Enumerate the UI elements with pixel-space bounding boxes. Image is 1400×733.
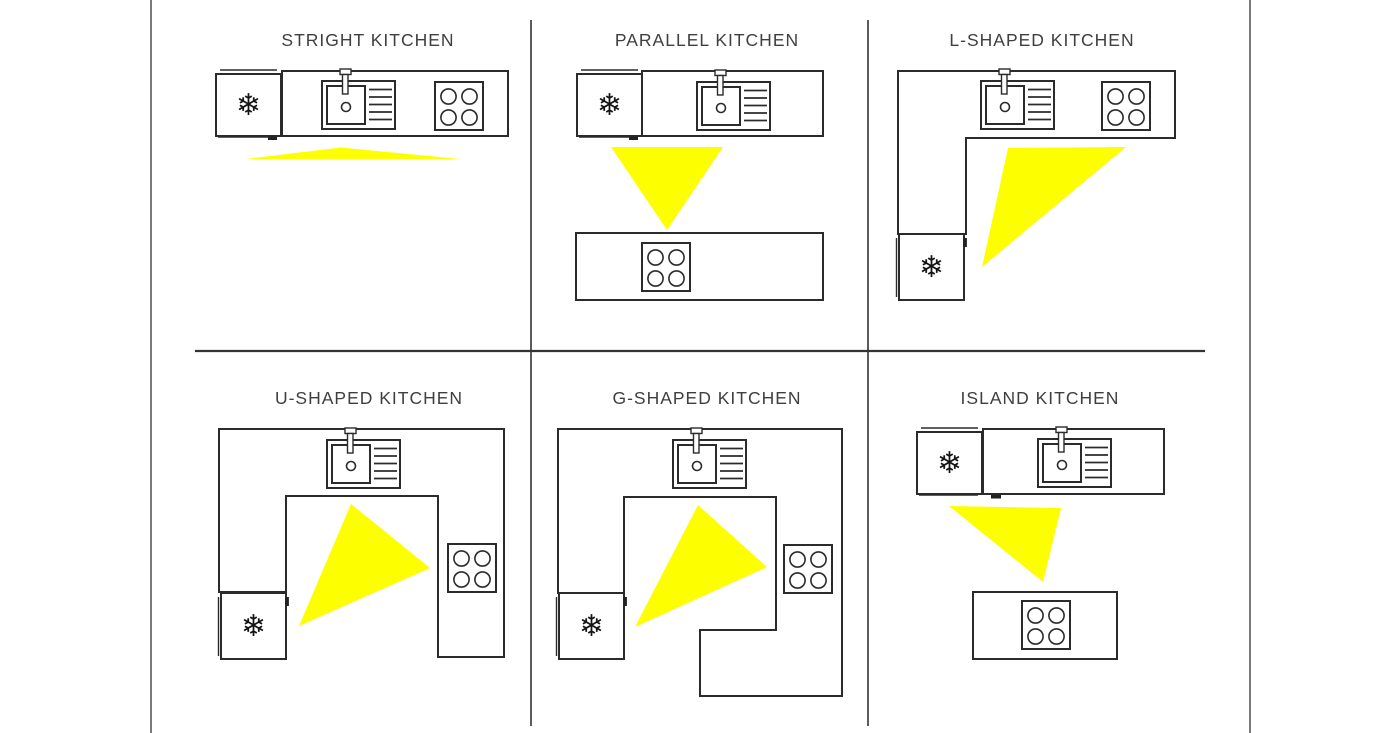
fridge-icon: [916, 427, 983, 496]
fridge-icon: [555, 592, 625, 660]
fridge-icon: [215, 69, 282, 138]
panel-title-straight: STRIGHT KITCHEN: [281, 30, 455, 50]
panel-straight-diagram: [215, 68, 509, 159]
fridge-icon: [217, 592, 287, 660]
work-triangle: [982, 147, 1126, 267]
counter-outline: [575, 232, 824, 301]
fridge-icon: [576, 69, 643, 138]
cooktop-icon: [434, 81, 484, 131]
panel-title-island: ISLAND KITCHEN: [960, 388, 1120, 408]
work-triangle: [949, 506, 1061, 582]
fridge-handle: [285, 597, 289, 606]
fridge-handle: [629, 136, 638, 140]
panel-g-shaped-diagram: [555, 427, 843, 697]
work-triangle: [611, 147, 723, 230]
cooktop-icon: [1021, 600, 1071, 650]
panel-parallel-diagram: [575, 69, 824, 301]
panel-u-shaped-diagram: [217, 427, 505, 660]
panel-island-diagram: [916, 426, 1165, 660]
cooktop-icon: [641, 242, 691, 292]
fridge-handle: [963, 238, 967, 247]
panel-title-l-shaped: L-SHAPED KITCHEN: [949, 30, 1135, 50]
cooktop-icon: [1101, 81, 1151, 131]
cooktop-icon: [447, 543, 497, 593]
fridge-handle: [623, 597, 627, 606]
work-triangle: [635, 505, 767, 627]
fridge-handle: [991, 494, 1001, 499]
panel-title-parallel: PARALLEL KITCHEN: [614, 30, 800, 50]
fridge-icon: [895, 233, 965, 301]
panel-l-shaped-diagram: [895, 68, 1176, 301]
work-triangle: [246, 147, 460, 159]
cooktop-icon: [783, 544, 833, 594]
panel-title-u-shaped: U-SHAPED KITCHEN: [274, 388, 464, 408]
panel-title-g-shaped: G-SHAPED KITCHEN: [612, 388, 802, 408]
work-triangle: [299, 504, 430, 626]
fridge-handle: [268, 136, 277, 140]
